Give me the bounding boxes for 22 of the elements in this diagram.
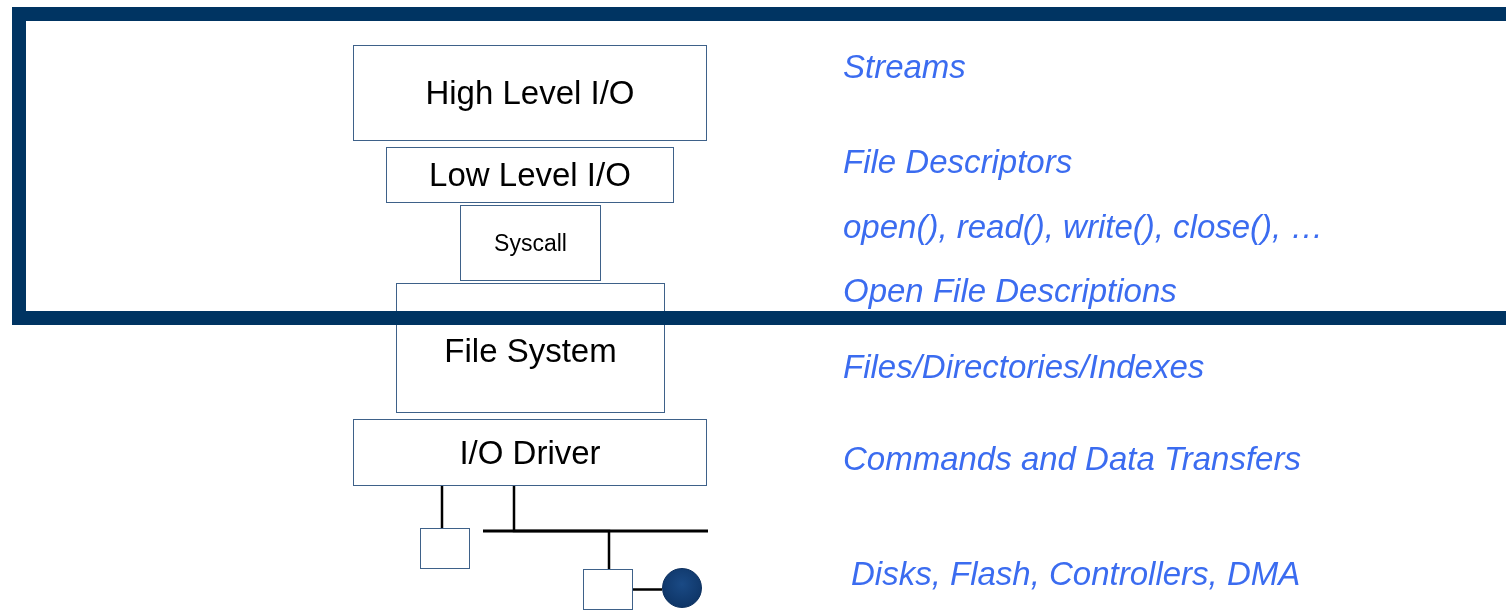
layer-description: Commands and Data Transfers	[843, 440, 1301, 478]
layer-box	[386, 147, 674, 203]
layer-description: Open File Descriptions	[843, 272, 1177, 310]
layer-description: Files/Directories/Indexes	[843, 348, 1205, 386]
layer-name: File System	[444, 332, 617, 370]
device-box	[420, 528, 470, 569]
connector-line	[440, 486, 444, 528]
layer-name: High Level I/O	[425, 74, 635, 112]
layer-description: Streams	[843, 48, 966, 86]
layer-box	[353, 45, 707, 141]
layer-description: File Descriptors	[843, 143, 1073, 181]
device-circle	[662, 568, 702, 608]
layer-name: I/O Driver	[459, 433, 601, 472]
layer-name: Syscall	[494, 229, 567, 257]
layer-description: Disks, Flash, Controllers, DMA	[851, 555, 1301, 593]
layer-description: open(), read(), write(), close(), …	[843, 208, 1324, 246]
device-box	[583, 569, 633, 610]
layer-box	[353, 419, 707, 486]
layer-box	[460, 205, 601, 281]
layer-name: Low Level I/O	[429, 156, 631, 194]
connector-line	[512, 486, 611, 569]
connector-line	[633, 588, 662, 591]
